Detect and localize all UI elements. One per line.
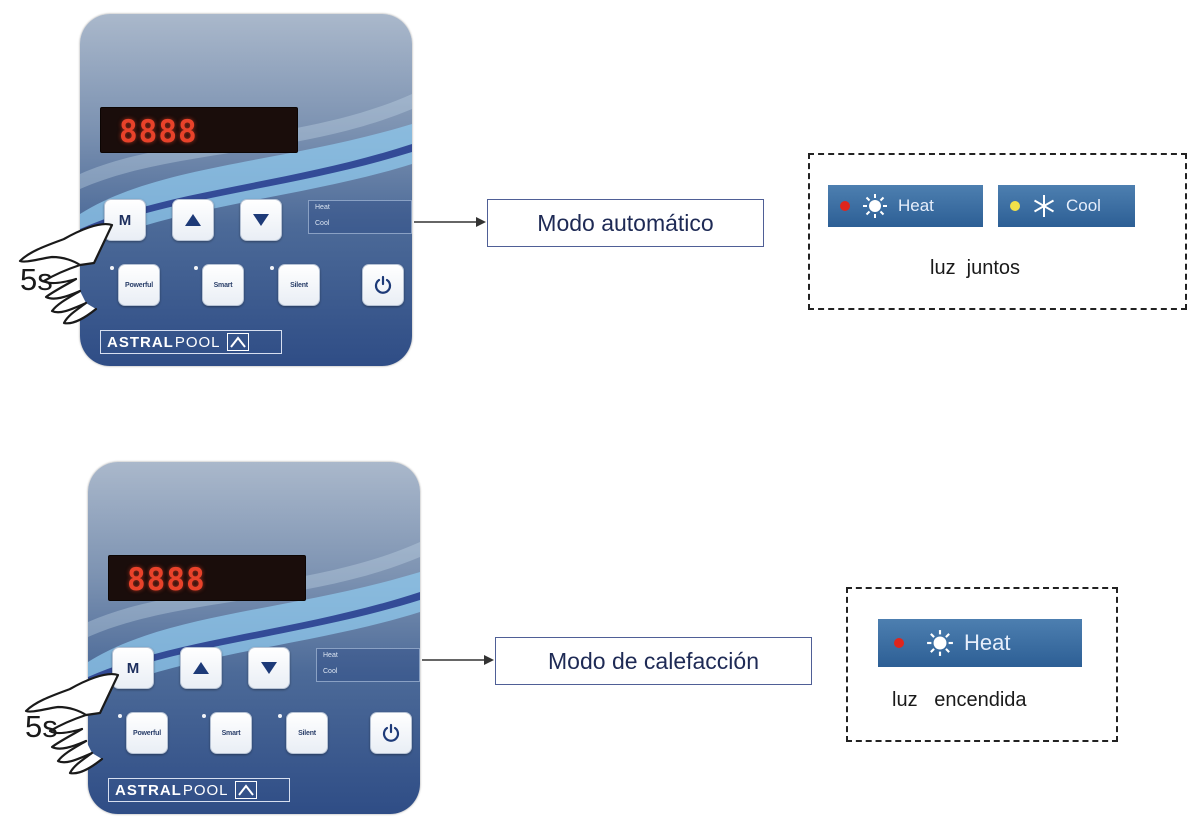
power-icon — [382, 723, 400, 742]
arrow-up-icon — [193, 662, 209, 674]
up-button[interactable] — [180, 647, 222, 689]
led-display: 8888 — [100, 107, 298, 153]
hand-pressing-icon — [18, 223, 114, 325]
silent-led — [278, 714, 282, 718]
heat-chip-label: Heat — [964, 630, 1011, 655]
mode-box-auto: Modo automático — [487, 199, 764, 247]
arrow-down-icon — [253, 214, 269, 226]
mode-indicator-strip: Heat Cool — [316, 648, 420, 682]
mode-button[interactable]: M — [104, 199, 146, 241]
power-button[interactable] — [362, 264, 404, 306]
brand-bold: ASTRAL — [107, 333, 174, 351]
smart-button[interactable]: Smart — [202, 264, 244, 306]
mini-heat-label: Heat — [323, 652, 338, 659]
legend-caption-heating: luz encendida — [892, 689, 1027, 711]
arrow-right-icon — [422, 655, 494, 665]
cool-chip-label: Cool — [1066, 196, 1101, 215]
mode-box-heating: Modo de calefacción — [495, 637, 812, 685]
mode-button[interactable]: M — [112, 647, 154, 689]
control-panel-top: 8888 M Heat Cool Powerful Smart Silent A… — [80, 14, 412, 366]
mode-button-label: M — [126, 659, 140, 677]
arrow-up-icon — [185, 214, 201, 226]
smart-button-label: Smart — [221, 729, 241, 737]
powerful-led — [118, 714, 122, 718]
silent-button-label: Silent — [290, 281, 308, 289]
mini-cool-label: Cool — [323, 668, 338, 675]
hold-time-label: 5s — [25, 709, 58, 744]
brand-light: POOL — [174, 333, 221, 351]
mode-button-label: M — [118, 211, 132, 229]
arrow-right-icon — [414, 217, 486, 227]
sun-icon — [926, 629, 954, 657]
up-button[interactable] — [172, 199, 214, 241]
mode-label-heating: Modo de calefacción — [548, 647, 759, 674]
powerful-button-label: Powerful — [125, 281, 153, 289]
brand-light: POOL — [182, 781, 229, 799]
cool-chip: Cool — [998, 185, 1135, 227]
smart-led — [194, 266, 198, 270]
legend-box-heating: Heat luz encendida — [846, 587, 1118, 742]
snowflake-icon — [1032, 194, 1056, 218]
panel-wave-decoration — [88, 542, 420, 697]
display-digits: 8888 — [119, 114, 198, 150]
silent-button[interactable]: Silent — [286, 712, 328, 754]
silent-button[interactable]: Silent — [278, 264, 320, 306]
mini-cool-label: Cool — [315, 220, 330, 227]
heat-chip-label: Heat — [898, 196, 934, 215]
sun-icon — [862, 193, 888, 219]
silent-button-label: Silent — [298, 729, 316, 737]
down-button[interactable] — [248, 647, 290, 689]
powerful-button[interactable]: Powerful — [126, 712, 168, 754]
hold-time-label: 5s — [20, 262, 53, 297]
panel-wave-decoration — [80, 94, 412, 249]
smart-button[interactable]: Smart — [210, 712, 252, 754]
down-button[interactable] — [240, 199, 282, 241]
brand-mark-icon — [226, 333, 249, 351]
brand-logo: ASTRAL POOL — [100, 330, 282, 354]
brand-logo: ASTRAL POOL — [108, 778, 290, 802]
cool-indicator-light — [1010, 201, 1020, 211]
smart-led — [202, 714, 206, 718]
arrow-down-icon — [261, 662, 277, 674]
silent-led — [270, 266, 274, 270]
powerful-led — [110, 266, 114, 270]
mode-label-auto: Modo automático — [537, 209, 714, 236]
brand-bold: ASTRAL — [115, 781, 182, 799]
heat-chip: Heat — [828, 185, 983, 227]
smart-button-label: Smart — [213, 281, 233, 289]
mini-heat-label: Heat — [315, 204, 330, 211]
legend-box-auto: Heat Cool luz juntos — [808, 153, 1187, 310]
brand-mark-icon — [234, 781, 257, 799]
heat-indicator-light — [894, 638, 904, 648]
legend-caption-auto: luz juntos — [930, 257, 1021, 279]
control-panel-bottom: 8888 M Heat Cool Powerful Smart Silent A… — [88, 462, 420, 814]
display-digits: 8888 — [127, 562, 206, 598]
power-button[interactable] — [370, 712, 412, 754]
power-icon — [374, 275, 392, 294]
led-display: 8888 — [108, 555, 306, 601]
heat-indicator-light — [840, 201, 850, 211]
powerful-button[interactable]: Powerful — [118, 264, 160, 306]
powerful-button-label: Powerful — [133, 729, 161, 737]
heat-chip: Heat — [878, 619, 1082, 667]
hand-pressing-icon — [24, 673, 120, 775]
mode-indicator-strip: Heat Cool — [308, 200, 412, 234]
